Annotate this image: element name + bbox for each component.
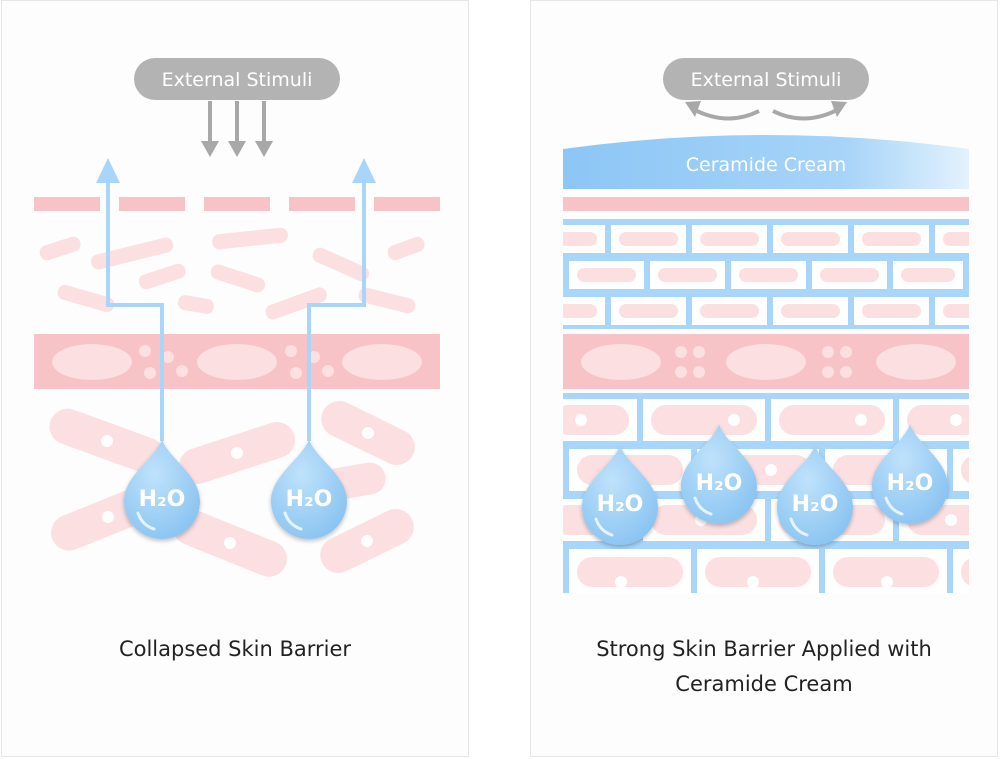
ceramide-cream-layer: Ceramide Cream bbox=[563, 135, 969, 189]
water-drop-right: H₂O bbox=[271, 439, 347, 539]
ceramide-cream-label: Ceramide Cream bbox=[686, 154, 847, 176]
left-panel: External Stimuli bbox=[1, 0, 469, 757]
water-label: H₂O bbox=[792, 492, 839, 517]
broken-surface-layer bbox=[34, 197, 440, 211]
left-caption: Collapsed Skin Barrier bbox=[118, 637, 352, 661]
external-stimuli-label: External Stimuli bbox=[691, 69, 842, 91]
stimuli-arrows bbox=[201, 101, 273, 157]
intact-surface-layer bbox=[563, 197, 969, 211]
scattered-cells bbox=[39, 227, 425, 320]
water-drop-1: H₂O bbox=[582, 445, 658, 545]
right-caption-line2: Ceramide Cream bbox=[675, 672, 853, 696]
water-escape-paths bbox=[106, 179, 366, 441]
brick-wall-upper bbox=[563, 219, 969, 329]
strong-barrier-diagram: External Stimuli Ceramide Cream bbox=[563, 58, 969, 593]
water-label: H₂O bbox=[139, 487, 186, 512]
right-panel: External Stimuli Ceramide Cream bbox=[530, 0, 998, 757]
water-label: H₂O bbox=[286, 487, 333, 512]
water-escape-arrowheads bbox=[96, 158, 376, 183]
water-drop-left: H₂O bbox=[124, 439, 200, 539]
external-stimuli-label: External Stimuli bbox=[162, 69, 313, 91]
water-label: H₂O bbox=[597, 492, 644, 517]
dermal-band bbox=[34, 334, 440, 389]
collapsed-barrier-diagram: External Stimuli bbox=[34, 58, 440, 577]
lower-cells bbox=[49, 400, 415, 577]
water-drop-4: H₂O bbox=[872, 424, 948, 524]
external-stimuli-badge: External Stimuli bbox=[663, 58, 869, 100]
deflected-stimuli-arrows bbox=[685, 101, 847, 121]
right-caption: Strong Skin Barrier Applied with Ceramid… bbox=[531, 632, 997, 702]
water-label: H₂O bbox=[696, 471, 743, 496]
water-drop-3: H₂O bbox=[777, 445, 853, 545]
water-label: H₂O bbox=[887, 471, 934, 496]
external-stimuli-badge: External Stimuli bbox=[134, 58, 340, 100]
right-caption-line1: Strong Skin Barrier Applied with bbox=[596, 637, 932, 661]
water-drop-2: H₂O bbox=[681, 424, 757, 524]
dermal-band bbox=[563, 334, 969, 389]
